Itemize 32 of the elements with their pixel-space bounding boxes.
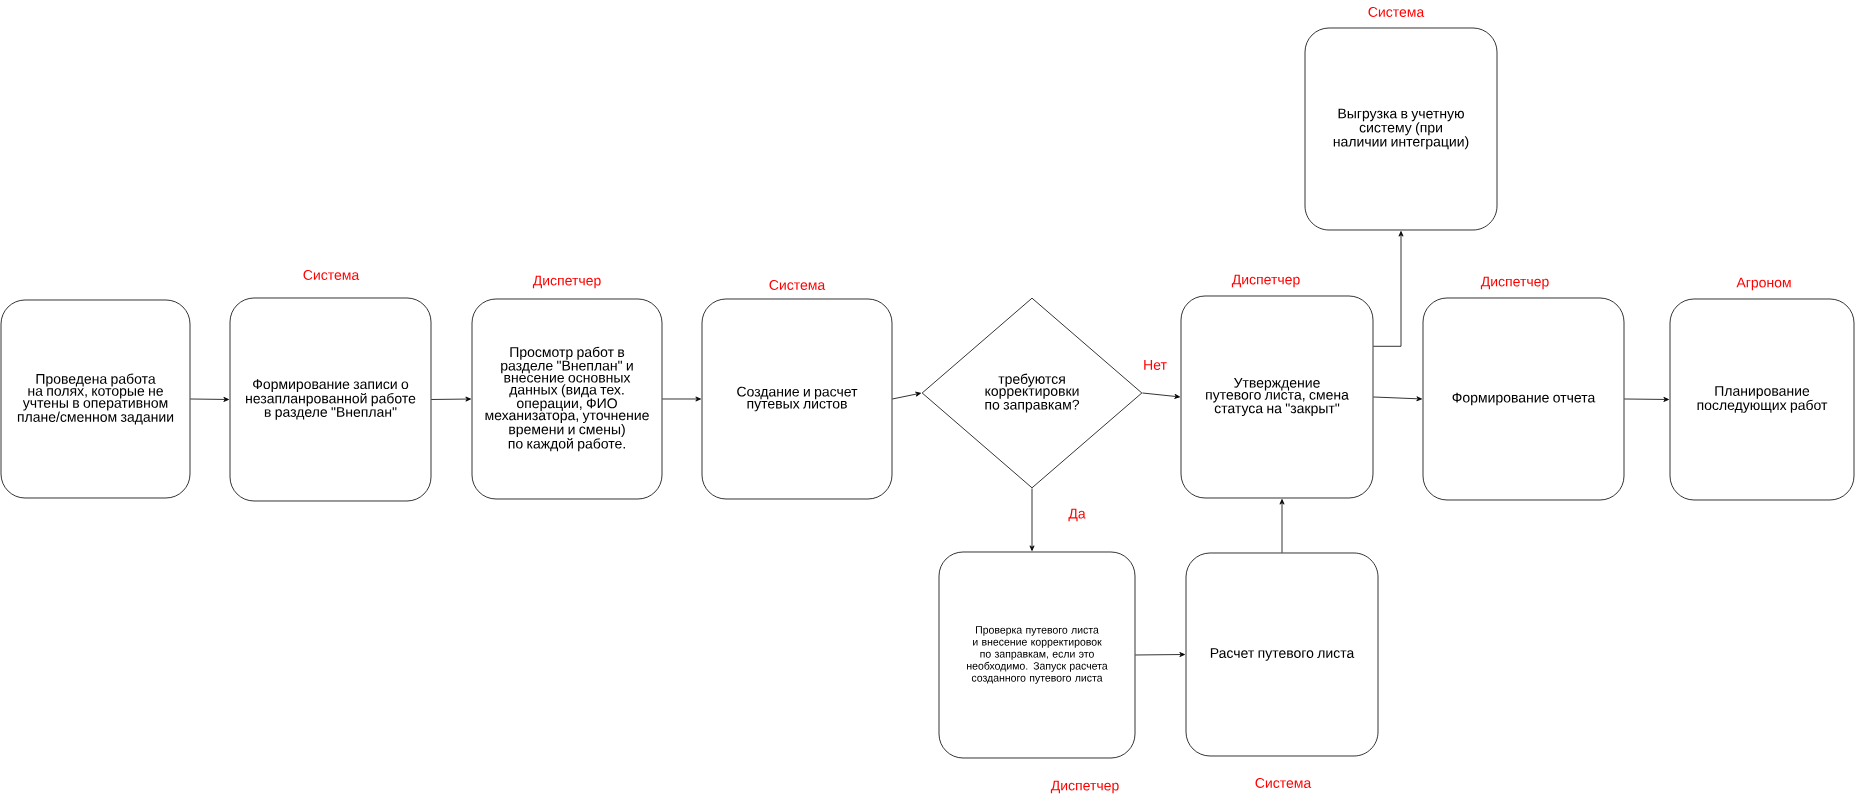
edge-label: Да bbox=[1066, 506, 1088, 524]
arrow bbox=[1135, 652, 1185, 657]
role-label: Диспетчер bbox=[1231, 274, 1300, 288]
role-label: Диспетчер bbox=[532, 275, 601, 289]
role-label: Система bbox=[1255, 778, 1312, 788]
process-box: Просмотр работ в разделе "Внеплан" и внесение основных данных (вида тех. операции, ФИО механизатора, уточнение времени и смены) по каждой работе. bbox=[471, 298, 663, 500]
process-box: Выгрузка в учетную систему (при наличии интеграции) bbox=[1304, 27, 1498, 231]
role-label: Диспетчер bbox=[1050, 780, 1119, 794]
role-label: Диспетчер bbox=[1480, 276, 1549, 290]
edge-label: Нет bbox=[1141, 358, 1169, 372]
process-box: Проведена работа на полях, которые не учтены в оперативном плане/сменном задании bbox=[0, 299, 191, 499]
process-box: Проверка путевого листа и внесение корректировок по заправкам, если это необходимо. Запуск расчета созданного путевого листа bbox=[938, 551, 1136, 759]
arrow bbox=[662, 396, 701, 402]
arrow bbox=[892, 391, 921, 400]
process-box: Создание и расчет путевых листов bbox=[701, 298, 893, 500]
process-box: Формирование отчета bbox=[1422, 297, 1625, 501]
arrow bbox=[1029, 488, 1035, 551]
arrow bbox=[1142, 392, 1180, 399]
role-label: Агроном bbox=[1736, 277, 1791, 291]
role-label: Система bbox=[769, 280, 826, 290]
process-box: Расчет путевого листа bbox=[1185, 552, 1379, 757]
arrow bbox=[1373, 396, 1422, 402]
arrow bbox=[1624, 396, 1669, 402]
arrow bbox=[1373, 231, 1404, 347]
arrow bbox=[190, 396, 229, 402]
role-label: Система bbox=[303, 270, 360, 280]
process-box: Утверждение путевого листа, смена статуса на "закрыт" bbox=[1180, 295, 1374, 499]
role-label: Система bbox=[1368, 7, 1425, 17]
process-box: Планирование последующих работ bbox=[1669, 298, 1855, 501]
arrow bbox=[1279, 499, 1285, 553]
arrow bbox=[431, 396, 471, 402]
process-box: Формирование записи о незапланрованной работе в разделе "Внеплан" bbox=[229, 297, 432, 502]
